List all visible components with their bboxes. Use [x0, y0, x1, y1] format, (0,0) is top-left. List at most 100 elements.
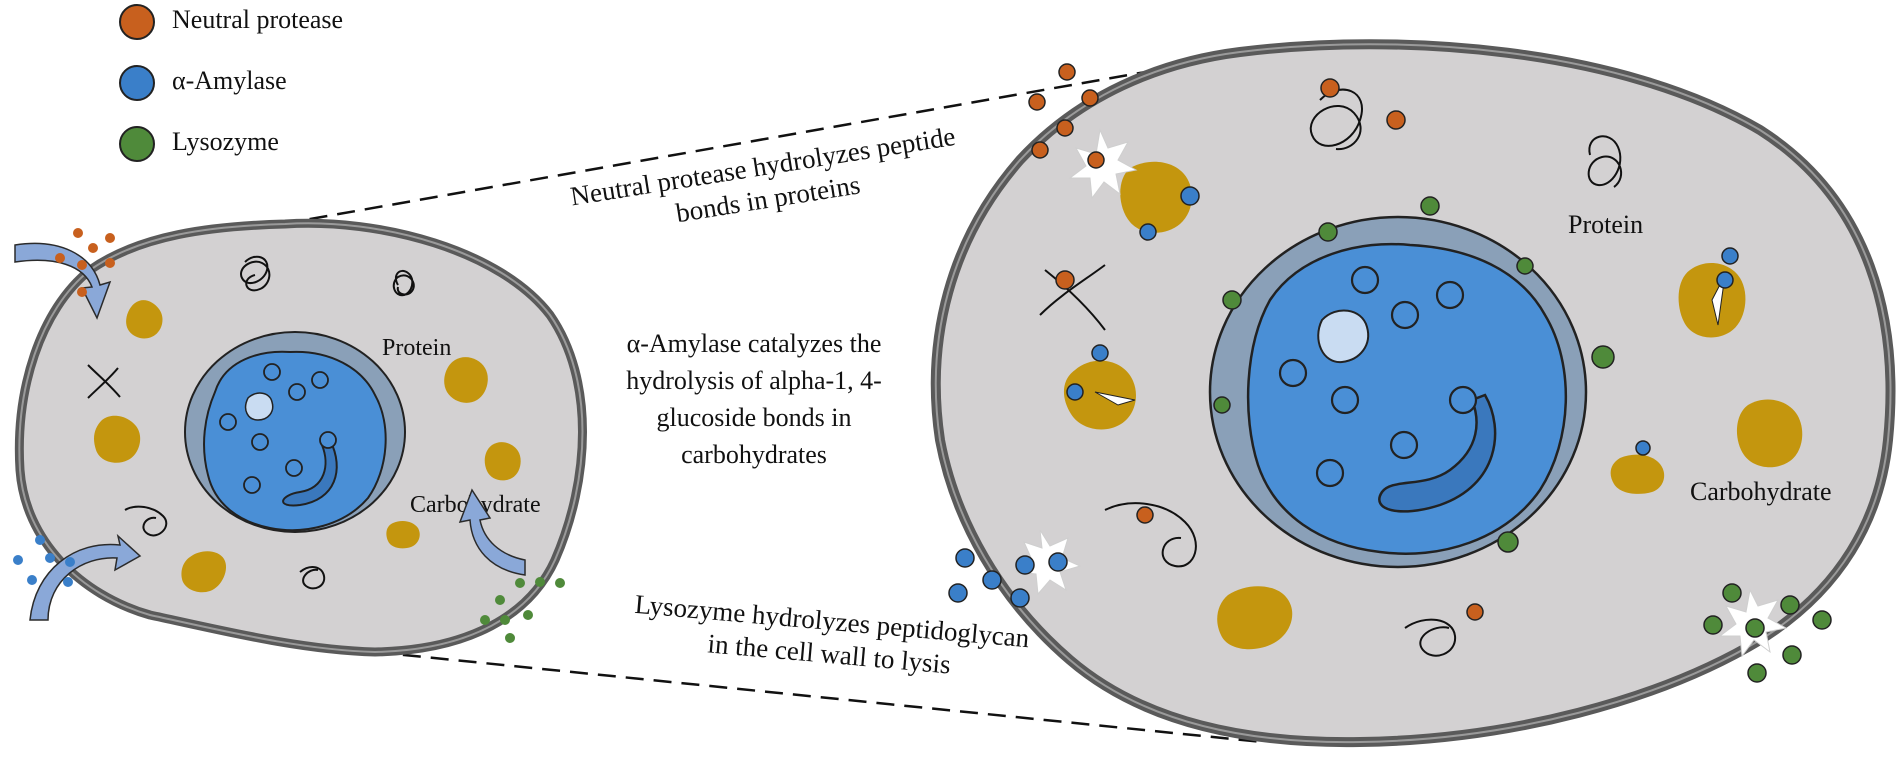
small-nucleus-vesicles	[219, 363, 337, 494]
vesicle	[1278, 358, 1308, 388]
amylase-dot	[948, 583, 968, 603]
neutral-protease-dot	[55, 253, 65, 263]
lysozyme-dot	[1745, 618, 1765, 638]
protein-squiggle	[1587, 135, 1623, 188]
amylase-dot	[1180, 186, 1200, 206]
vesicle	[319, 431, 337, 449]
carbohydrate-blob	[1736, 399, 1803, 468]
legend-item-lysozyme: Lysozyme	[119, 126, 279, 162]
lysozyme-dot	[1318, 222, 1338, 242]
amylase-description-line4: carbohydrates	[681, 440, 827, 469]
protein-squiggle	[240, 255, 271, 292]
carbohydrate-blob	[386, 520, 420, 549]
large-nucleus-vesicles	[1278, 265, 1478, 488]
amylase-dot	[955, 548, 975, 568]
vesicle	[243, 476, 261, 494]
amylase-dot	[27, 575, 37, 585]
vesicle	[1350, 265, 1380, 295]
large-cell-carbohydrate-label: Carbohydrate	[1690, 477, 1832, 506]
small-cell-protease-dots	[55, 228, 115, 297]
lysozyme-dot	[523, 610, 533, 620]
small-proteins	[87, 255, 415, 590]
protein-squiggle	[1309, 88, 1363, 151]
lysozyme-dot	[1497, 531, 1519, 553]
vesicle	[251, 433, 269, 451]
carbohydrate-blob	[1120, 161, 1192, 233]
amylase-dot	[1015, 555, 1035, 575]
large-nucleus-crescent	[1378, 393, 1497, 513]
protein-squiggle	[299, 566, 326, 590]
amylase-dot	[1635, 440, 1651, 456]
neutral-protease-dot	[1056, 119, 1074, 137]
lysozyme-dot	[1420, 196, 1440, 216]
neutral-protease-dot	[1087, 151, 1105, 169]
small-cell-wall-highlight	[18, 222, 584, 654]
lysozyme-dot	[1782, 645, 1802, 665]
amylase-dot	[45, 553, 55, 563]
protein-squiggle	[1404, 618, 1457, 657]
carbohydrate-blob	[126, 300, 163, 339]
amylase-dot	[1066, 383, 1084, 401]
large-cell-wall-highlight	[934, 43, 1892, 744]
large-cell-lysozyme-dots	[1213, 196, 1832, 683]
lysozyme-dot	[505, 633, 515, 643]
neutral-protease-legend-dot	[119, 4, 155, 40]
neutral-protease-dot	[1028, 93, 1046, 111]
large-cell-protein-label: Protein	[1568, 210, 1643, 239]
vesicle	[311, 371, 329, 389]
neutral-protease-dot	[73, 228, 83, 238]
neutral-protease-dot	[1386, 110, 1406, 130]
neutral-protease-dot	[1136, 506, 1154, 524]
lysozyme-dot	[515, 578, 525, 588]
neutral-protease-dot	[1055, 270, 1075, 290]
large-cell-protease-dots	[1028, 63, 1484, 621]
large-proteins	[1039, 88, 1623, 657]
vesicle	[219, 413, 237, 431]
neutral-protease-dot	[1320, 78, 1340, 98]
zoom-line-bottom	[374, 650, 1263, 744]
carbohydrate-blob	[444, 357, 488, 403]
neutral-protease-dot	[88, 243, 98, 253]
neutral-protease-dot	[105, 258, 115, 268]
amylase-dot	[65, 557, 75, 567]
lysozyme-dot	[1516, 257, 1534, 275]
carbohydrate-blob	[1610, 454, 1665, 494]
neutral-protease-dot	[1058, 63, 1076, 81]
zoom-line-top	[281, 56, 1226, 226]
small-carbohydrates	[94, 300, 521, 593]
large-cell-amylase-dots	[948, 186, 1739, 608]
amylase-dot	[13, 555, 23, 565]
carbohydrate-blob	[484, 442, 521, 481]
legend-item-amylase: α-Amylase	[119, 65, 287, 101]
amylase-description: α-Amylase catalyzes the hydrolysis of al…	[626, 329, 882, 469]
entry-arrow-lysozyme	[458, 488, 526, 576]
small-nucleus-crescent	[282, 438, 338, 507]
vesicle	[1448, 385, 1478, 415]
legend-label-neutral-protease: Neutral protease	[172, 5, 343, 34]
amylase-dot	[982, 570, 1002, 590]
carbohydrate-blob	[94, 415, 141, 463]
neutral-protease-dot	[77, 260, 87, 270]
lysozyme-dot	[480, 615, 490, 625]
small-cell-amylase-dots	[13, 535, 75, 587]
vesicle	[1389, 430, 1419, 460]
amylase-dot	[1721, 247, 1739, 265]
amylase-dot	[1091, 344, 1109, 362]
amylase-dot	[35, 535, 45, 545]
entry-arrow-protease	[14, 242, 112, 320]
small-cell-protein-label: Protein	[382, 335, 451, 361]
amylase-dot	[63, 577, 73, 587]
lysozyme-description: Lysozyme hydrolyzes peptidoglycan in the…	[634, 589, 1032, 680]
carbohydrate-crack	[1094, 391, 1136, 406]
protein-squiggle	[1039, 264, 1106, 331]
vesicle	[288, 383, 306, 401]
legend-label-lysozyme: Lysozyme	[172, 127, 279, 156]
protein-squiggle	[1104, 502, 1197, 568]
lysozyme-dot	[1780, 595, 1800, 615]
lysozyme-dot	[535, 577, 545, 587]
lysozyme-dot	[1722, 583, 1742, 603]
amylase-description-line2: hydrolysis of alpha-1, 4-	[626, 366, 882, 395]
neutral-protease-dot	[105, 233, 115, 243]
vesicle	[1435, 280, 1465, 310]
